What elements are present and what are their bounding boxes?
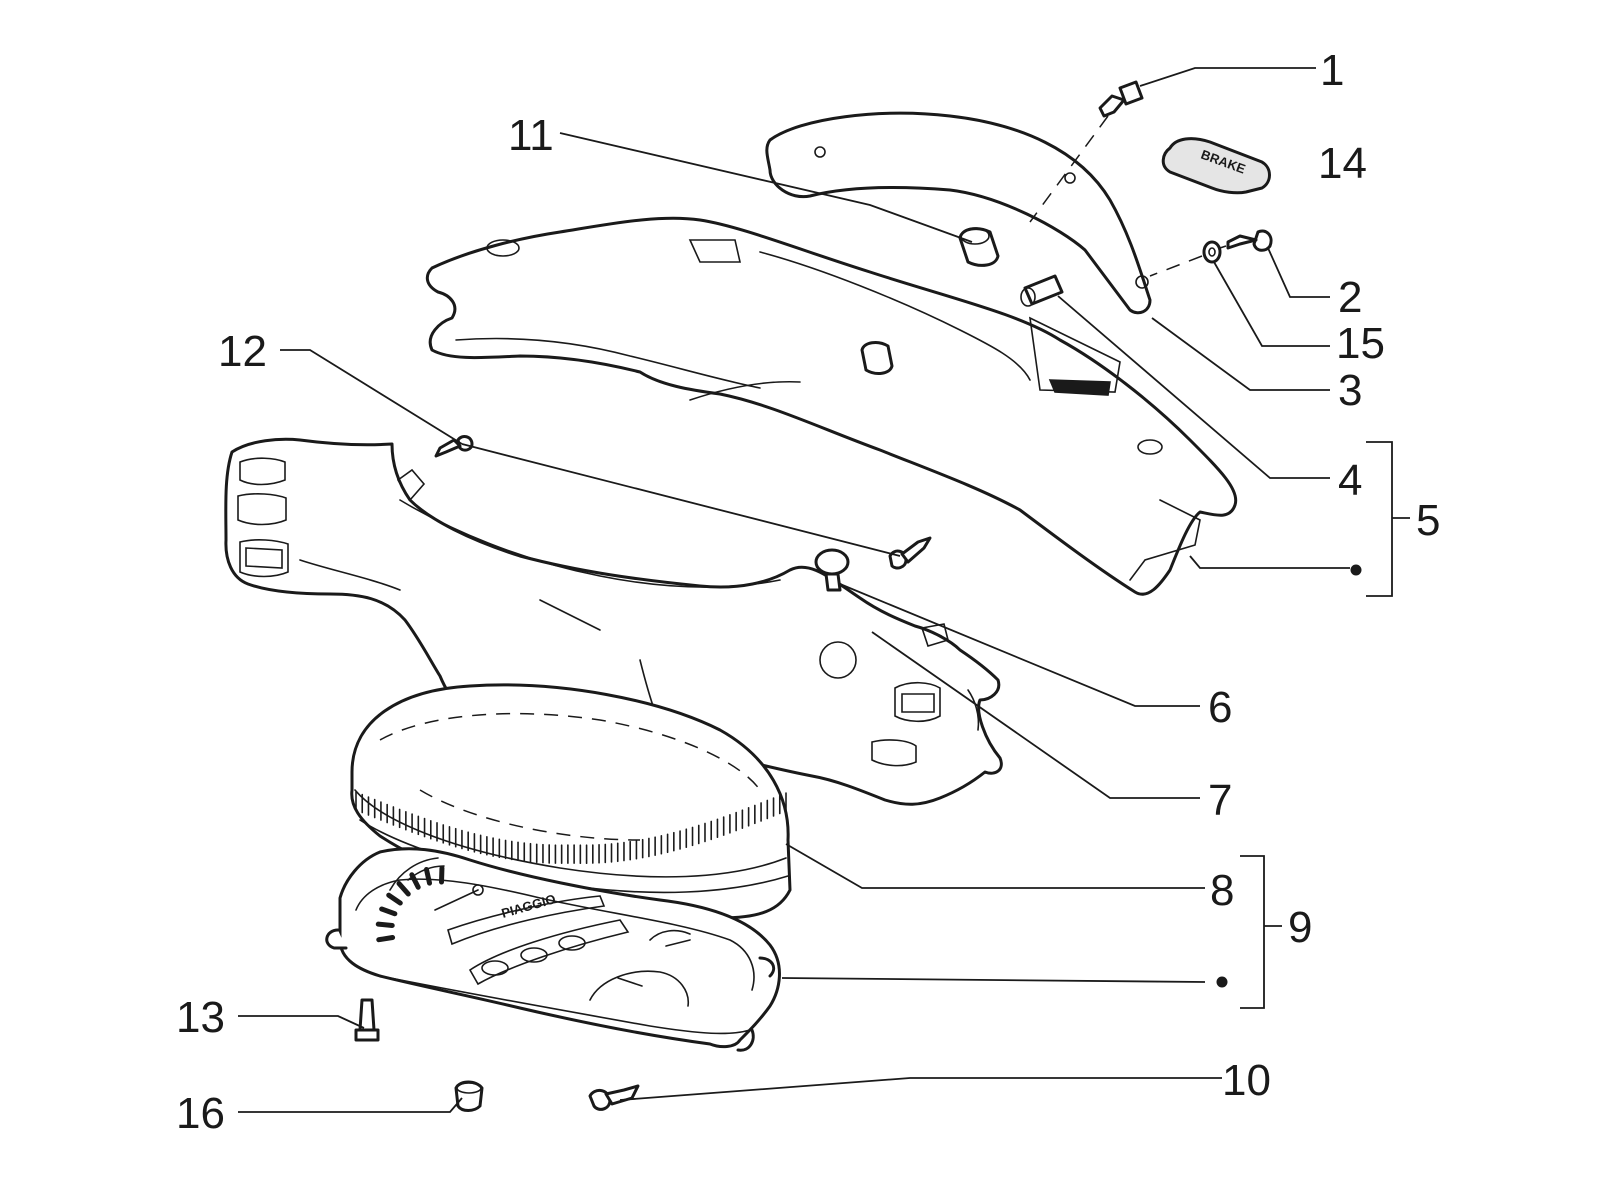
brake-decal: BRAKE (1161, 137, 1271, 195)
speed-tick (386, 892, 403, 906)
instrument-housing: PIAGGIO (325, 847, 781, 1052)
callout-3: 3 (1338, 366, 1362, 415)
speed-scale-ticks (375, 865, 445, 943)
speed-tick (396, 880, 411, 897)
rear-handlebar-cover (425, 216, 1238, 596)
rubber-bushing-lower (860, 341, 894, 375)
callout-11: 11 (508, 111, 554, 160)
callout-8: 8 (1210, 866, 1234, 915)
washer-15 (1149, 240, 1222, 277)
callout-14: 14 (1318, 139, 1367, 188)
callout-7: 7 (1208, 776, 1232, 825)
screw-12-lower (888, 536, 932, 570)
callout-1: 1 (1320, 46, 1344, 95)
speed-tick (376, 935, 396, 943)
screw-13 (354, 998, 380, 1042)
callout-13: 13 (176, 993, 225, 1042)
rubber-bushing (958, 227, 1000, 267)
stud-pin (1020, 274, 1064, 307)
callout-16: 16 (176, 1089, 225, 1138)
callout-2: 2 (1338, 273, 1362, 322)
screw-12-upper (434, 435, 474, 458)
speed-tick (379, 906, 398, 917)
callout-15: 15 (1336, 319, 1385, 368)
callout-5: 5 (1416, 496, 1440, 545)
lens-rib-band (355, 791, 787, 865)
callout-12: 12 (218, 327, 267, 376)
speed-tick (423, 866, 433, 886)
speed-tick (409, 872, 421, 890)
grommet-16 (454, 1080, 484, 1112)
callout-4: 4 (1338, 456, 1362, 505)
callout-labels: 1 2 3 4 5 6 7 8 9 10 11 12 13 14 15 16 (176, 46, 1440, 1138)
speed-tick (375, 921, 395, 928)
adjust-knob (814, 548, 850, 592)
front-handlebar-cover (224, 437, 1003, 806)
upper-trim-panel (765, 111, 1152, 315)
screw-2 (1213, 229, 1273, 252)
fuel-needle (617, 977, 643, 987)
speedometer-needle (434, 889, 479, 911)
callout-9: 9 (1288, 903, 1312, 952)
callout-10: 10 (1222, 1056, 1271, 1105)
screw-1 (1029, 80, 1144, 223)
screw-10 (588, 1084, 640, 1111)
leader-lines (238, 67, 1410, 1113)
callout-6: 6 (1208, 683, 1232, 732)
